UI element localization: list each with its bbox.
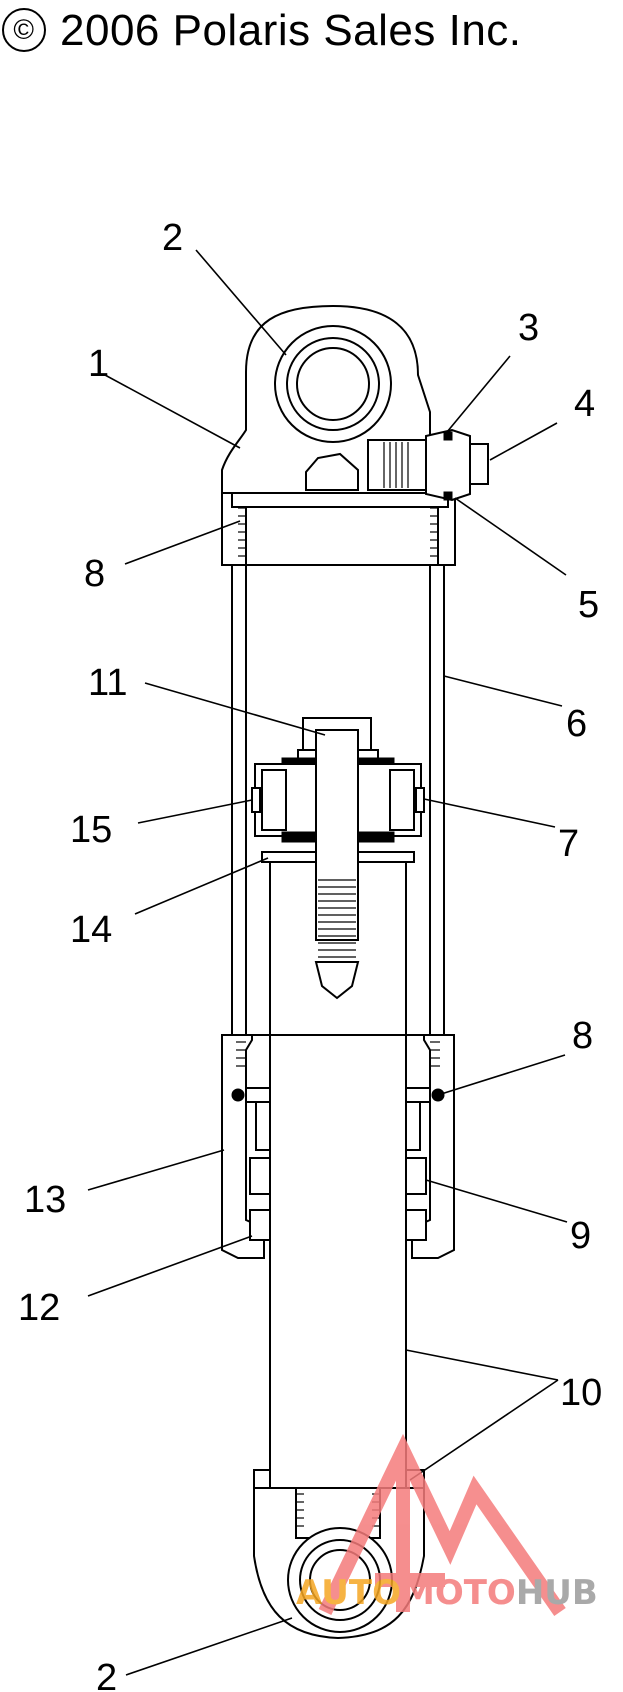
callout-7: 7 [558, 823, 579, 865]
piston-ring-7 [415, 787, 425, 813]
callout-labels: 1 2 2 3 4 5 6 7 8 8 9 10 11 12 13 14 15 [18, 217, 602, 1692]
upper-eye-bushing [296, 347, 370, 421]
valve-cap-tip [469, 443, 489, 485]
cap-threads-left [238, 507, 246, 557]
copyright-notice: © 2006 Polaris Sales Inc. [0, 6, 522, 56]
valve-fitting [367, 428, 489, 502]
callout-9: 9 [570, 1215, 591, 1257]
wiper-12-right [405, 1209, 427, 1241]
upper-cap-body [221, 304, 456, 566]
callout-8-lower: 8 [572, 1015, 593, 1057]
svg-text:AUTOMOTOHUB: AUTOMOTOHUB [296, 1573, 598, 1613]
shaft-upper [315, 729, 359, 941]
callout-8-upper: 8 [84, 553, 105, 595]
shaft-tip [314, 961, 360, 1000]
watermark-mountain-mark [318, 1433, 566, 1617]
piston-band-right [389, 769, 415, 831]
seal-head-threads [236, 1041, 440, 1067]
callout-1: 1 [88, 343, 109, 385]
bushing-left [255, 1101, 271, 1151]
valve-cone [305, 452, 359, 491]
cap-threads-right [430, 507, 438, 557]
watermark-word-moto: MOTO [401, 1573, 516, 1613]
oring-8-left [231, 1088, 245, 1102]
wiper-12-left [249, 1209, 271, 1241]
watermark-logo: AUTOMOTOHUB [296, 1433, 598, 1617]
watermark-word-auto: AUTO [296, 1573, 401, 1613]
callout-13: 13 [24, 1179, 66, 1221]
callout-11: 11 [88, 662, 127, 704]
callout-10: 10 [560, 1372, 602, 1414]
oring-groove-right [405, 1087, 431, 1103]
valve-oring-3 [443, 431, 453, 441]
callout-2-upper: 2 [162, 217, 183, 259]
valve-body [367, 439, 427, 491]
oring-groove-left [245, 1087, 271, 1103]
callout-2-lower: 2 [96, 1657, 117, 1692]
bushing-right [405, 1101, 421, 1151]
valve-oring-5 [443, 491, 453, 501]
seal-head [221, 1034, 455, 1259]
shaft-threads [318, 879, 356, 958]
callout-14: 14 [70, 909, 112, 951]
callout-4: 4 [574, 383, 595, 425]
callout-15: 15 [70, 809, 112, 851]
copyright-text: 2006 Polaris Sales Inc. [60, 6, 522, 55]
piston-ring-15 [251, 787, 261, 813]
piston-band-left [261, 769, 287, 831]
seal-9-right [405, 1157, 427, 1195]
watermark-word-hub: HUB [516, 1573, 598, 1613]
leader-lines [87, 249, 568, 1676]
piston-assembly [251, 717, 425, 1000]
seal-9-left [249, 1157, 271, 1195]
valve-cap [425, 428, 471, 502]
callout-3: 3 [518, 307, 539, 349]
valve-threads [383, 442, 409, 488]
cap-flange [231, 492, 449, 508]
callout-12: 12 [18, 1287, 60, 1329]
callout-6: 6 [566, 703, 587, 745]
copyright-symbol: © [2, 8, 46, 52]
callout-5: 5 [578, 584, 599, 626]
